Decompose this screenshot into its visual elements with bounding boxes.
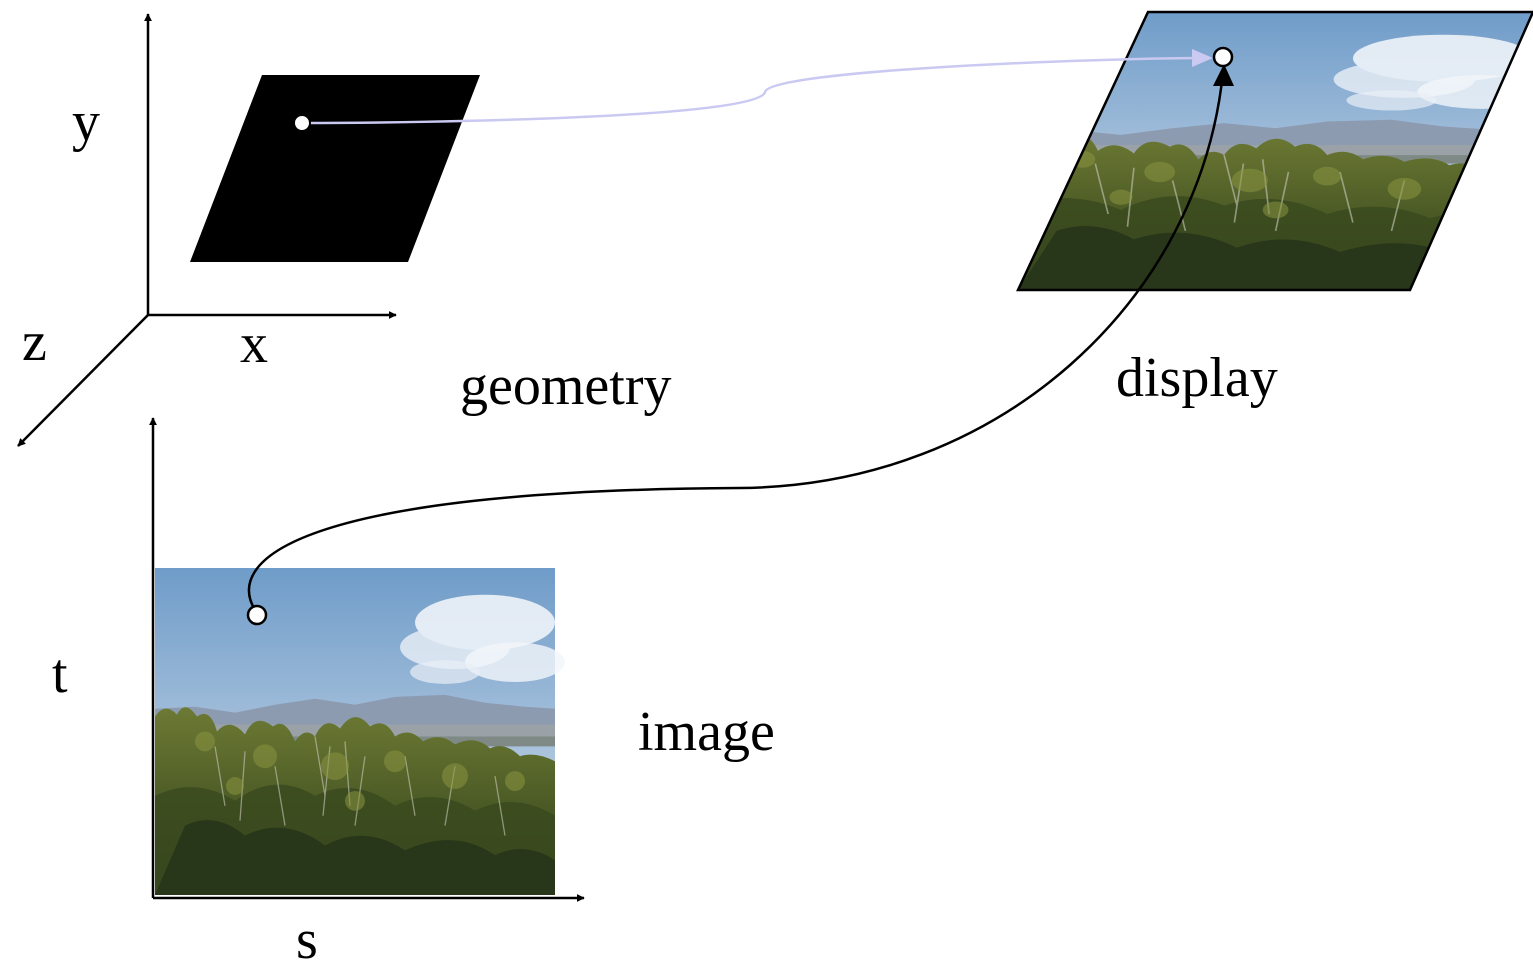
image-to-display-arrowhead (1213, 64, 1234, 86)
geometry-to-display-arrowhead (1192, 49, 1213, 67)
image-label: image (638, 701, 775, 763)
geometry-polygon (190, 75, 480, 262)
image-point (246, 604, 268, 626)
t-axis-label: t (52, 643, 68, 705)
display-polygon (1016, 10, 1533, 292)
geometry-axes (17, 13, 397, 447)
geometry-label: geometry (460, 355, 671, 417)
image-to-display-curve (247, 71, 1225, 614)
x-axis-label: x (240, 313, 268, 375)
z-axis-label: z (22, 311, 47, 373)
geometry-point (293, 114, 311, 132)
s-axis-label: s (296, 909, 318, 964)
image-axes (149, 417, 585, 902)
display-point (1212, 46, 1234, 68)
y-axis-label: y (72, 91, 100, 153)
texture-image (154, 567, 566, 896)
geometry-to-display-curve (301, 56, 1211, 125)
display-label: display (1116, 347, 1278, 409)
z-axis (17, 314, 149, 447)
